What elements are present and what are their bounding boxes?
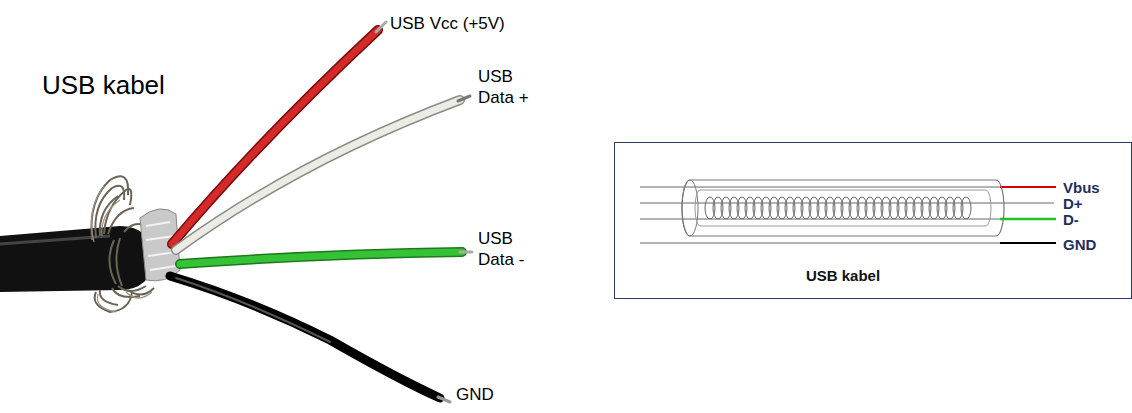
green-wire: [180, 252, 462, 264]
wire-label: USB Data -: [478, 228, 542, 270]
diagram-title: USB kabel: [42, 70, 165, 101]
wire-label: GND: [456, 384, 494, 405]
white-wire: [176, 100, 460, 250]
diagram-caption: USB kabel: [715, 267, 971, 284]
signal-name: GND: [1063, 236, 1096, 253]
red-wire: [172, 30, 378, 244]
wire-label: USB Data +: [478, 66, 542, 108]
signal-name: D+: [1063, 195, 1083, 212]
diagram-frame: VbusD+D- GND USB kabel: [614, 142, 1132, 299]
cable-schematic: [640, 180, 1056, 243]
cable-jacket: [0, 226, 156, 292]
wire-label: USB Vcc (+5V): [390, 13, 505, 34]
black-wire: [170, 276, 440, 398]
signal-name: Vbus: [1063, 179, 1100, 196]
signal-name: D-: [1063, 211, 1079, 228]
